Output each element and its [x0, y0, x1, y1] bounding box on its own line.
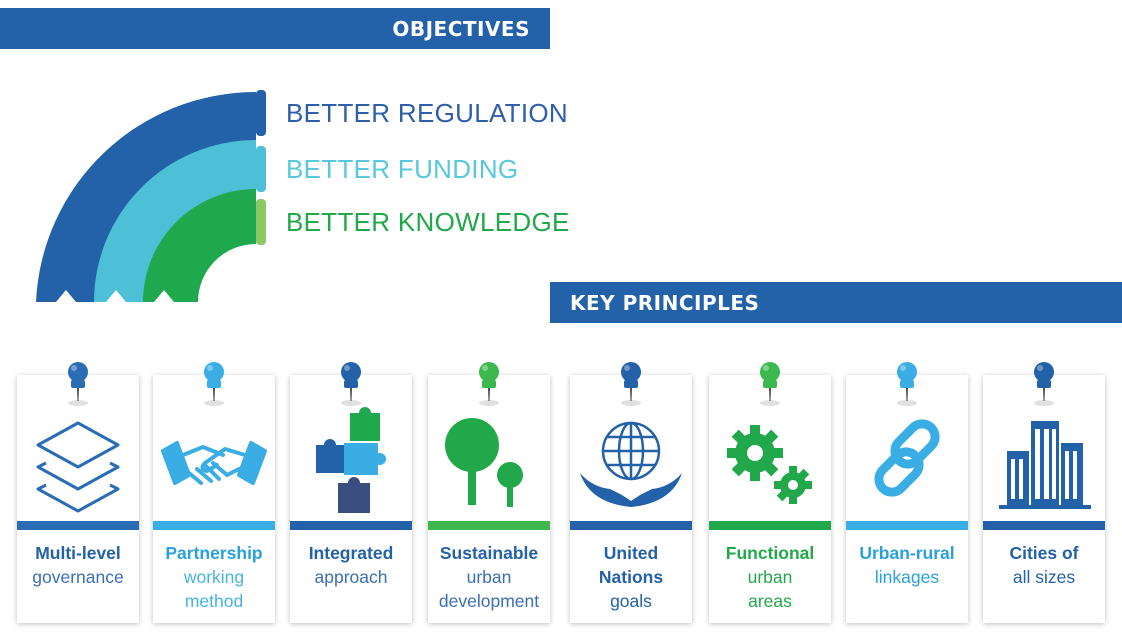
principle-title: Partnership: [165, 543, 263, 563]
principle-accent-bar: [846, 521, 968, 530]
pushpin-icon: [204, 362, 224, 406]
principle-accent-bar: [290, 521, 412, 530]
principle-caption: Urban-rural linkages: [840, 541, 974, 589]
principle-subtitle: method: [184, 591, 244, 611]
principle-subtitle: urban: [466, 567, 512, 587]
objective-funding-bar: [256, 146, 266, 192]
principle-accent-bar: [428, 521, 550, 530]
key-principles-heading: KEY PRINCIPLES: [570, 290, 760, 315]
principle-accent-bar: [153, 521, 275, 530]
principle-title-line2: Nations: [598, 567, 664, 587]
principle-caption: Integrated approach: [284, 541, 418, 589]
objective-knowledge-bar: [256, 199, 266, 245]
tree-icon: [445, 418, 523, 507]
objectives-banner: OBJECTIVES: [0, 8, 550, 49]
objective-knowledge: BETTER KNOWLEDGE: [256, 198, 570, 246]
principle-title: Multi-level: [35, 543, 121, 563]
city-buildings-icon: [999, 421, 1091, 509]
principle-card-integrated: Integrated approach: [290, 362, 412, 623]
key-principles-banner: KEY PRINCIPLES: [550, 282, 1122, 323]
principle-subtitle: areas: [748, 591, 792, 611]
pushpin-icon: [897, 362, 917, 406]
principle-caption: Functional urban areas: [703, 541, 837, 613]
principle-card-sustainable: Sustainable urban development: [428, 362, 550, 623]
principle-card-cities: Cities of all sizes: [983, 362, 1105, 623]
pushpin-icon: [760, 362, 780, 406]
handshake-icon: [161, 441, 267, 485]
puzzle-icon: [316, 407, 386, 513]
principle-caption: United Nations goals: [564, 541, 698, 613]
principle-subtitle: approach: [314, 567, 388, 587]
objective-funding: BETTER FUNDING: [256, 145, 518, 193]
principle-title: Urban-rural: [859, 543, 955, 563]
principle-card-functional: Functional urban areas: [709, 362, 831, 623]
objective-regulation-bar: [256, 90, 266, 136]
principle-subtitle: working: [183, 567, 245, 587]
principle-caption: Partnership working method: [147, 541, 281, 613]
objective-knowledge-label: BETTER KNOWLEDGE: [286, 206, 570, 237]
principle-card-partnership: Partnership working method: [153, 362, 275, 623]
principle-accent-bar: [983, 521, 1105, 530]
objective-regulation: BETTER REGULATION: [256, 89, 568, 137]
pushpin-icon: [341, 362, 361, 406]
chain-link-icon: [874, 419, 940, 497]
principle-subtitle: governance: [32, 567, 124, 587]
principle-card-urban-rural: Urban-rural linkages: [846, 362, 968, 623]
principle-caption: Sustainable urban development: [422, 541, 556, 613]
principle-caption: Cities of all sizes: [977, 541, 1111, 589]
objectives-arcs-graphic: [36, 91, 256, 302]
objective-regulation-label: BETTER REGULATION: [286, 97, 568, 128]
principle-caption: Multi-level governance: [11, 541, 145, 589]
layers-icon: [36, 421, 120, 513]
principle-subtitle: urban: [747, 567, 793, 587]
objective-funding-label: BETTER FUNDING: [286, 153, 519, 184]
principle-accent-bar: [570, 521, 692, 530]
principle-subtitle: development: [438, 591, 540, 611]
principle-card-multi-level: Multi-level governance: [17, 362, 139, 623]
principle-subtitle: goals: [610, 591, 652, 611]
pushpin-icon: [621, 362, 641, 406]
principle-title: Sustainable: [439, 543, 539, 563]
principle-subtitle: all sizes: [1012, 567, 1076, 587]
principle-title: Cities of: [1009, 543, 1079, 563]
principle-title: United: [603, 543, 659, 563]
gears-icon: [727, 425, 812, 504]
principle-title: Integrated: [308, 543, 394, 563]
principle-card-united-nations: United Nations goals: [570, 362, 692, 623]
principle-accent-bar: [709, 521, 831, 530]
principle-title: Functional: [725, 543, 815, 563]
objectives-heading: OBJECTIVES: [392, 16, 530, 41]
globe-hands-icon: [580, 421, 682, 507]
pushpin-icon: [1034, 362, 1054, 406]
pushpin-icon: [68, 362, 88, 406]
principle-subtitle: linkages: [874, 567, 940, 587]
principle-accent-bar: [17, 521, 139, 530]
pushpin-icon: [479, 362, 499, 406]
